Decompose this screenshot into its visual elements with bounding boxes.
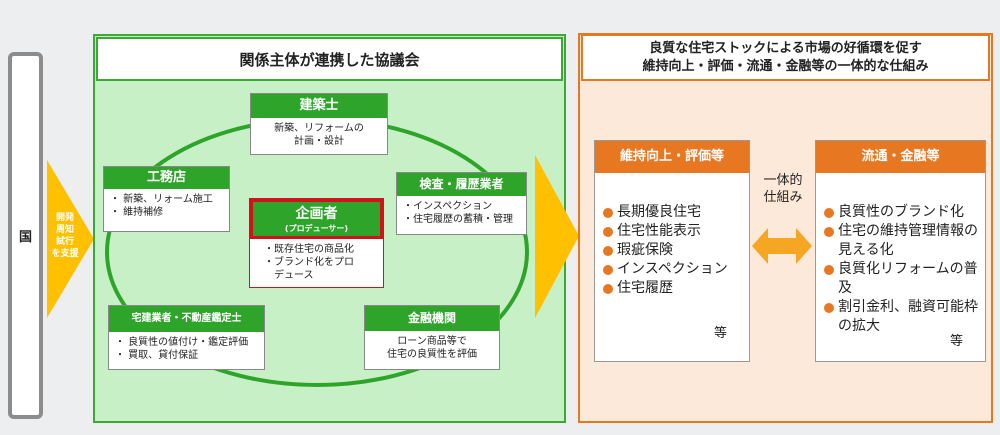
card-line: ・ブランド化をプロ [264, 257, 354, 268]
market-title-line: 維持向上・評価・流通・金融等の一体的な仕組み [642, 58, 929, 74]
etc-label: 等 [713, 326, 727, 341]
list-item: 住宅の維持管理情報の見える化 [824, 222, 979, 260]
card-line: ・ 新築、リォーム施工 [110, 194, 213, 205]
support-line: を支援 [51, 249, 79, 259]
card-line: 計画・設計 [294, 136, 344, 147]
distribution-title: 流通・金融等 [816, 141, 985, 173]
inspector-title: 検査・履歴業者 [397, 173, 526, 196]
government-box: 国 [8, 52, 43, 419]
producer-header: 企画者 (プロデューサー) [250, 199, 383, 239]
builder-card: 工務店 ・ 新築、リォーム施工・ 維持補修 [103, 166, 230, 232]
list-item: 瑕疵保険 [603, 241, 743, 260]
producer-subtitle: (プロデューサー) [284, 224, 349, 233]
double-arrow-icon [752, 228, 812, 264]
finance-title: 金融機関 [365, 306, 499, 331]
market-title: 良質な住宅ストックによる市場の好循環を促す 維持向上・評価・流通・金融等の一体的… [581, 34, 990, 81]
realtor-card: 宅建業者・不動産鑑定士 ・ 良質性の値付け・鑑定評価・ 買取、貸付保証 [108, 305, 265, 370]
unity-line: 仕組み [763, 190, 803, 205]
card-line: ローン商品等で [397, 336, 467, 347]
support-line: 周知 [55, 225, 74, 235]
support-line: 開発 [55, 213, 74, 223]
card-line: ・インスペクション [403, 201, 493, 212]
card-line: ・住宅履歴の蓄積・管理 [403, 214, 513, 225]
builder-title: 工務店 [104, 167, 229, 189]
arrow-right-icon [47, 160, 94, 318]
maintenance-box: 維持向上・評価等 長期優良住宅 住宅性能表示 瑕疵保険 インスペクション 住宅履… [594, 140, 750, 362]
support-arrow: 開発 周知 試行 を支援 [47, 160, 94, 318]
card-line: ・既存住宅の商品化 [264, 244, 354, 255]
list-item: 住宅履歴 [603, 279, 743, 298]
list-item: 良質性のブランド化 [824, 203, 979, 222]
etc-label: 等 [949, 334, 963, 349]
card-line: 住宅の良質性を評価 [387, 349, 477, 360]
card-line: ・ 良質性の値付け・鑑定評価 [115, 337, 249, 348]
distribution-box: 流通・金融等 良質性のブランド化 住宅の維持管理情報の見える化 良質化リフォーム… [815, 140, 986, 362]
government-label: 国 [18, 230, 32, 245]
market-title-line: 良質な住宅ストックによる市場の好循環を促す [649, 40, 922, 56]
architect-card: 建築士 新築、リフォームの計画・設計 [250, 93, 388, 155]
producer-card: 企画者 (プロデューサー) ・既存住宅の商品化・ブランド化をプロ デュース [249, 198, 384, 288]
council-title: 関係主体が連携した協議会 [96, 37, 563, 81]
arrow-right-icon [535, 155, 579, 318]
producer-title: 企画者 [295, 206, 338, 222]
unity-line: 一体的 [763, 173, 803, 188]
inspector-card: 検査・履歴業者 ・インスペクション・住宅履歴の蓄積・管理 [396, 172, 527, 235]
unity-label: 一体的 仕組み [755, 172, 811, 206]
card-line: ・ 買取、貸付保証 [115, 350, 199, 361]
list-item: 良質化リフォームの普及 [824, 260, 979, 298]
finance-card: 金融機関 ローン商品等で住宅の良質性を評価 [364, 305, 500, 370]
list-item: 割引金利、融資可能枠の拡大 [824, 298, 979, 336]
support-text: 開発 周知 試行 を支援 [50, 212, 80, 260]
list-item: 長期優良住宅 [603, 203, 743, 222]
list-item: インスペクション [603, 260, 743, 279]
architect-title: 建築士 [251, 94, 387, 118]
realtor-title: 宅建業者・不動産鑑定士 [109, 306, 264, 332]
list-item: 住宅性能表示 [603, 222, 743, 241]
card-line: ・ 維持補修 [110, 207, 164, 218]
card-line: デュース [264, 270, 314, 281]
support-line: 試行 [55, 237, 74, 247]
card-line: 新築、リフォームの [274, 123, 364, 134]
maintenance-title: 維持向上・評価等 [595, 141, 749, 173]
